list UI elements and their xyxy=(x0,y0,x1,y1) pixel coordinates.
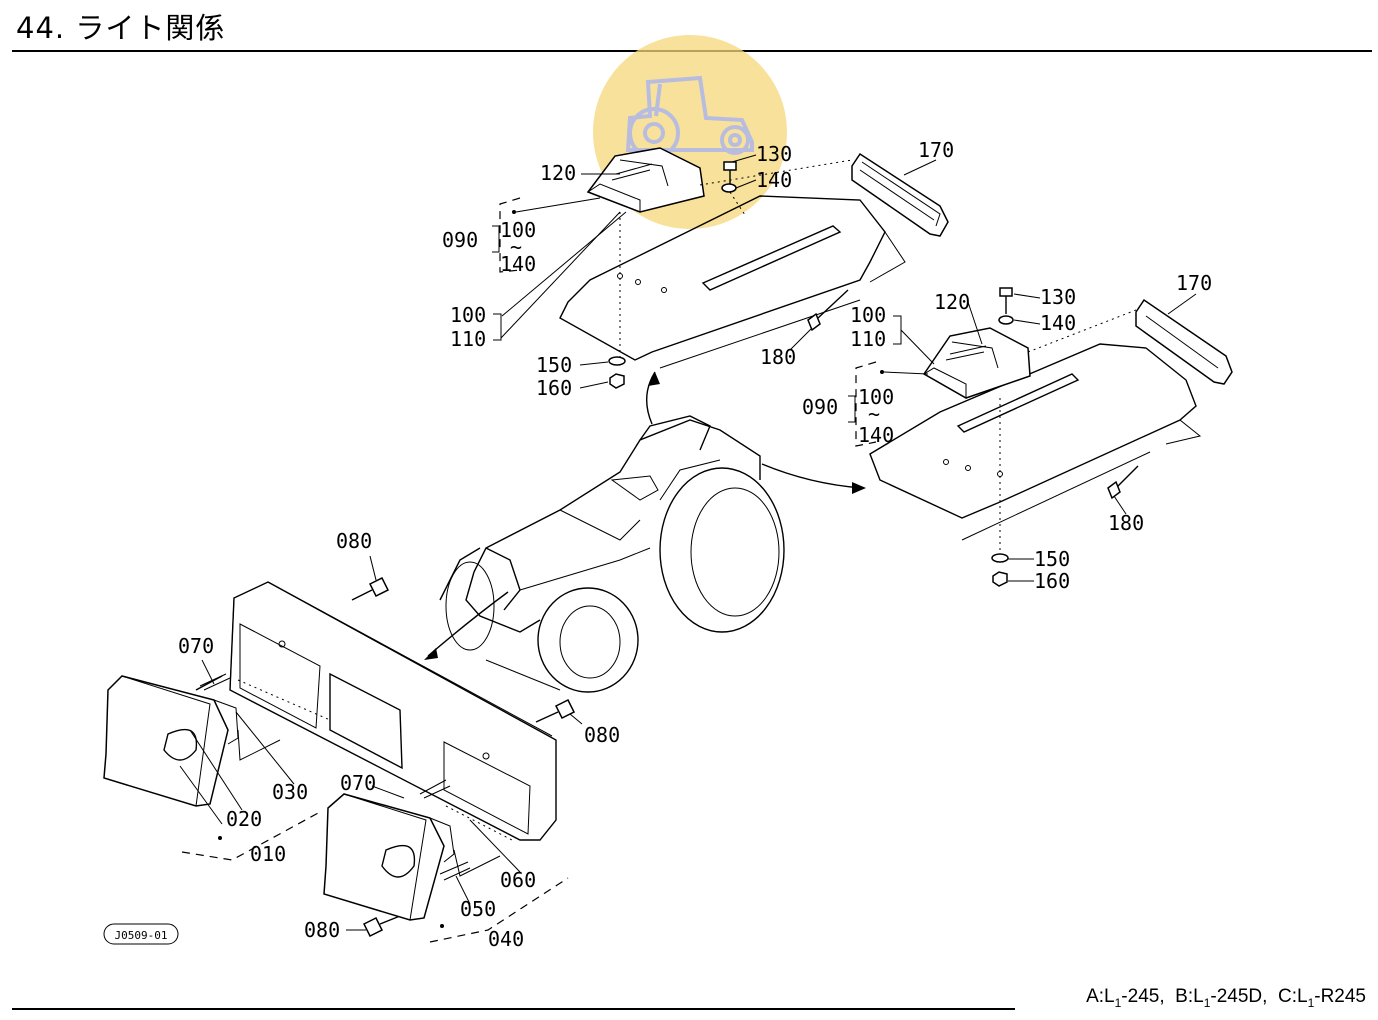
callout-110-upper: 110 xyxy=(450,327,486,351)
callout-tilde-upper: ~ xyxy=(510,235,522,259)
arrow-to-upper xyxy=(646,371,656,425)
fender-left-flap xyxy=(869,231,906,283)
bracket-090-upper xyxy=(499,197,521,273)
callout-140-right-sub: 140 xyxy=(858,423,894,447)
callout-090-right: 090 xyxy=(802,395,838,419)
nut-right xyxy=(991,553,1009,587)
callout-140-upper-sub: 140 xyxy=(500,252,536,276)
model-a-sub: 1 xyxy=(1114,995,1122,1010)
callout-150-upper: 150 xyxy=(536,353,572,377)
callout-150-right: 150 xyxy=(1034,547,1070,571)
arrow-to-front xyxy=(427,591,509,657)
reflector-upper xyxy=(851,152,949,237)
callout-140-upper: 140 xyxy=(756,168,792,192)
screw-180-upper xyxy=(807,289,849,332)
callout-080-right: 080 xyxy=(584,723,620,747)
figure-code-badge: J0509-01 xyxy=(103,923,179,945)
tractor-icon xyxy=(625,75,754,159)
fender-assembly-right xyxy=(869,343,1202,541)
page-title: 44. ライト関係 xyxy=(16,11,226,45)
arrow-to-right xyxy=(761,463,863,489)
bracket-090-right xyxy=(855,361,877,447)
bolt-080-top xyxy=(351,576,390,601)
callout-120-upper: 120 xyxy=(540,161,576,185)
callout-090-upper: 090 xyxy=(442,228,478,252)
model-b-prefix: B:L xyxy=(1175,986,1204,1007)
callout-080-top: 080 xyxy=(336,529,372,553)
bracket-010 xyxy=(181,811,321,861)
figure-code: J0509-01 xyxy=(115,929,168,942)
bolt-080-bottom xyxy=(362,915,401,938)
fender-left-slot xyxy=(701,225,842,291)
front-panel xyxy=(229,581,557,841)
fender-left-skirt xyxy=(659,299,861,369)
model-b-sub: 1 xyxy=(1203,995,1211,1010)
callout-tilde-right: ~ xyxy=(868,402,880,426)
callout-180-right: 180 xyxy=(1108,511,1144,535)
model-c-prefix: C:L xyxy=(1277,986,1308,1007)
fender-right-outline xyxy=(869,343,1197,519)
callout-170-right: 170 xyxy=(1176,271,1212,295)
leader-lines xyxy=(179,154,1197,931)
tail-lamp-right xyxy=(922,327,1031,399)
callout-180-upper: 180 xyxy=(760,345,796,369)
callout-030: 030 xyxy=(272,780,308,804)
screw-upper xyxy=(721,161,737,193)
model-c-number: -R245 xyxy=(1314,986,1366,1007)
callout-070-right: 070 xyxy=(340,771,376,795)
model-a-number: -245, xyxy=(1121,986,1165,1007)
model-c-sub: 1 xyxy=(1307,995,1315,1010)
callout-100-upper-sub: 100 xyxy=(500,218,536,242)
tractor-body xyxy=(439,415,785,693)
callout-170-upper: 170 xyxy=(918,138,954,162)
headlight-right xyxy=(323,779,501,921)
callout-160-right: 160 xyxy=(1034,569,1070,593)
callout-010: 010 xyxy=(250,842,286,866)
callout-100-upper: 100 xyxy=(450,303,486,327)
callout-050: 050 xyxy=(460,897,496,921)
fender-left-outline xyxy=(559,195,886,361)
callout-100-right: 100 xyxy=(850,303,886,327)
model-a-prefix: A:L xyxy=(1086,986,1115,1007)
bolt-080-right xyxy=(535,698,576,723)
callout-070-left: 070 xyxy=(178,634,214,658)
nut-upper xyxy=(608,356,626,389)
callout-120-right: 120 xyxy=(934,290,970,314)
callout-130-right: 130 xyxy=(1040,285,1076,309)
callout-080-bottom: 080 xyxy=(304,918,340,942)
callout-110-right: 110 xyxy=(850,327,886,351)
headlight-left xyxy=(103,673,281,807)
callout-130-upper: 130 xyxy=(756,142,792,166)
callout-100-right-sub: 100 xyxy=(858,385,894,409)
screw-right xyxy=(998,287,1014,325)
callout-040: 040 xyxy=(488,927,524,951)
callout-140-right: 140 xyxy=(1040,311,1076,335)
screw-180-right xyxy=(1107,465,1139,500)
model-b-number: -245D, xyxy=(1210,986,1268,1007)
tail-lamp-upper xyxy=(586,147,705,213)
model-legend: A:L1-245, B:L1-245D, C:L1-R245 xyxy=(1086,986,1366,1010)
bracket-040 xyxy=(429,877,569,943)
callout-160-upper: 160 xyxy=(536,376,572,400)
footer-rule xyxy=(12,1008,1015,1010)
reflector-right xyxy=(1135,298,1233,385)
callout-060: 060 xyxy=(500,868,536,892)
callout-020: 020 xyxy=(226,807,262,831)
